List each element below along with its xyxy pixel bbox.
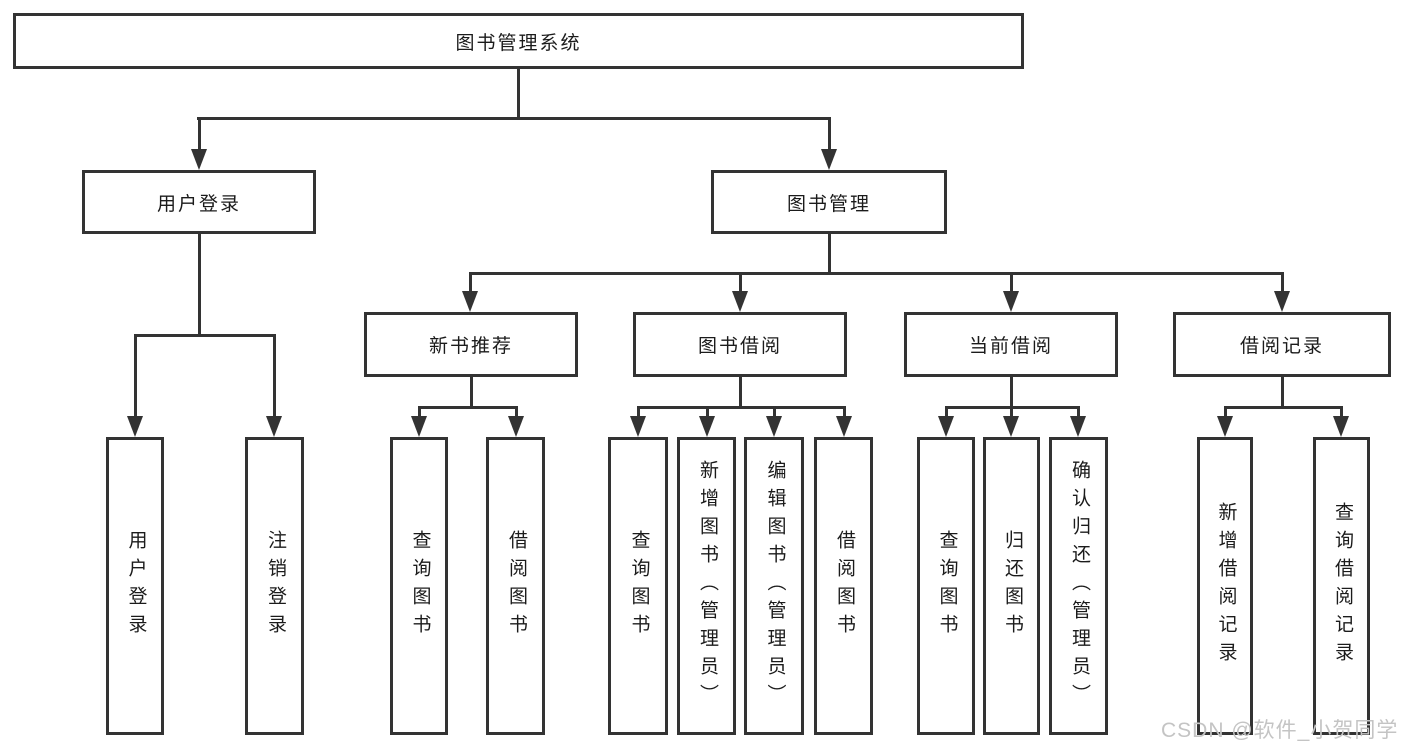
node-new-book-recommend: 新书推荐 (364, 312, 578, 377)
node-label: 查询借阅记录 (1331, 502, 1353, 670)
node-leaf-query-books-3: 查询图书 (917, 437, 975, 735)
node-borrow-records: 借阅记录 (1173, 312, 1391, 377)
arrow-to-leaf-user-login (127, 335, 143, 437)
node-label: 图书管理 (786, 193, 871, 215)
connector-root-bar (197, 117, 831, 120)
connector-root-stem (517, 69, 520, 119)
node-label: 新增借阅记录 (1215, 502, 1237, 670)
node-leaf-borrow-books-1: 借阅图书 (486, 437, 545, 735)
node-current-borrow: 当前借阅 (904, 312, 1118, 377)
node-leaf-add-book-admin: 新增图书（管理员） (677, 437, 736, 735)
node-leaf-confirm-return-admin: 确认归还（管理员） (1049, 437, 1108, 735)
node-label: 借阅图书 (833, 530, 855, 642)
arrow-to-leaf-query-books-3 (938, 407, 954, 437)
node-leaf-user-login: 用户登录 (106, 437, 164, 735)
arrow-to-leaf-return-book (1003, 407, 1019, 437)
connector-borrow-records-stem (1280, 377, 1284, 408)
node-leaf-query-borrow-record: 查询借阅记录 (1313, 437, 1370, 735)
node-label: 查询图书 (628, 530, 650, 642)
node-leaf-add-borrow-record: 新增借阅记录 (1197, 437, 1253, 735)
arrow-to-leaf-borrow-books-1 (508, 407, 524, 437)
connector-book-management-bar (468, 272, 1284, 275)
connector-new-book-recommend-stem (469, 377, 473, 408)
arrow-to-current-borrow (1003, 273, 1019, 312)
arrow-to-leaf-borrow-books-2 (836, 407, 852, 437)
node-label: 用户登录 (125, 530, 147, 642)
node-label: 借阅记录 (1239, 336, 1324, 357)
node-book-management: 图书管理 (711, 170, 947, 234)
node-label: 图书借阅 (697, 336, 782, 357)
arrow-to-leaf-edit-book (766, 407, 782, 437)
arrow-to-leaf-confirm-return (1070, 407, 1086, 437)
connector-user-login-bar (133, 334, 276, 337)
arrow-to-leaf-add-book (699, 407, 715, 437)
arrow-to-leaf-query-books-1 (411, 407, 427, 437)
connector-book-borrow-stem (738, 377, 742, 408)
arrow-to-book-management (821, 118, 837, 170)
arrow-to-user-login (191, 118, 207, 170)
node-leaf-logout: 注销登录 (245, 437, 304, 735)
arrow-to-borrow-records (1274, 273, 1290, 312)
arrow-to-leaf-logout (266, 335, 282, 437)
node-leaf-query-books-1: 查询图书 (390, 437, 448, 735)
node-label: 归还图书 (1001, 530, 1023, 642)
node-label: 编辑图书（管理员） (764, 460, 786, 712)
connector-book-management-stem (827, 233, 831, 275)
node-label: 注销登录 (264, 530, 286, 642)
node-label: 图书管理系统 (455, 32, 582, 54)
connector-user-login-stem (197, 233, 201, 337)
csdn-watermark: CSDN @软件_小贺同学 (1161, 719, 1399, 742)
node-leaf-query-books-2: 查询图书 (608, 437, 668, 735)
arrow-to-new-book-recommend (462, 273, 478, 312)
node-label: 用户登录 (156, 193, 241, 215)
node-leaf-edit-book-admin: 编辑图书（管理员） (744, 437, 804, 735)
node-label: 新增图书（管理员） (696, 460, 718, 712)
node-label: 借阅图书 (505, 530, 527, 642)
node-leaf-borrow-books-2: 借阅图书 (814, 437, 873, 735)
connector-current-borrow-stem (1009, 377, 1013, 408)
node-label: 新书推荐 (428, 336, 513, 357)
node-label: 确认归还（管理员） (1068, 460, 1090, 712)
node-label: 查询图书 (409, 530, 431, 642)
arrow-to-leaf-query-books-2 (630, 407, 646, 437)
connector-new-book-recommend-bar (417, 406, 518, 409)
arrow-to-leaf-add-borrow-record (1217, 407, 1233, 437)
arrow-to-book-borrow (732, 273, 748, 312)
arrow-to-leaf-query-borrow-record (1333, 407, 1349, 437)
node-book-borrow: 图书借阅 (633, 312, 847, 377)
connector-borrow-records-bar (1223, 406, 1343, 409)
node-system-root: 图书管理系统 (13, 13, 1024, 69)
node-leaf-return-book: 归还图书 (983, 437, 1040, 735)
node-label: 查询图书 (936, 530, 958, 642)
node-user-login: 用户登录 (82, 170, 316, 234)
connector-book-borrow-bar (636, 406, 846, 409)
node-label: 当前借阅 (968, 336, 1053, 357)
